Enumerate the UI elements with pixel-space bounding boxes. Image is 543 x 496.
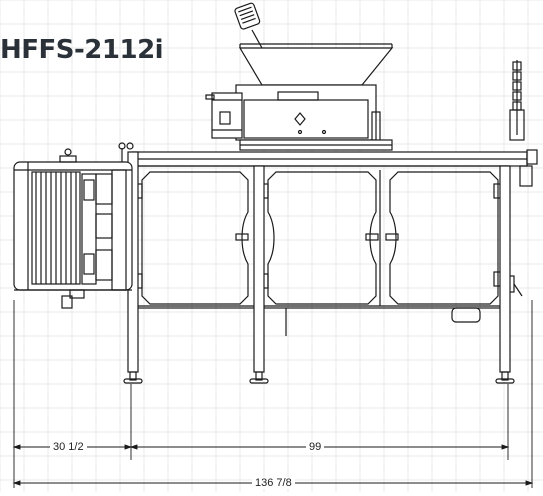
dimension-left-label: 30 1/2 — [50, 441, 87, 453]
dimension-overall-label: 136 7/8 — [252, 477, 295, 489]
stack-light — [509, 60, 525, 141]
bagger-module — [13, 148, 133, 309]
machine-outline — [13, 2, 538, 384]
dimension-lines — [12, 300, 534, 488]
hopper — [238, 47, 394, 86]
legs — [118, 142, 515, 384]
model-title: HFFS-2112i — [0, 35, 164, 65]
scale-body — [235, 84, 377, 141]
dimension-main-label: 99 — [306, 441, 325, 453]
vibrator-motor — [234, 2, 261, 30]
frame-body — [131, 165, 509, 309]
door-panels — [141, 170, 499, 306]
